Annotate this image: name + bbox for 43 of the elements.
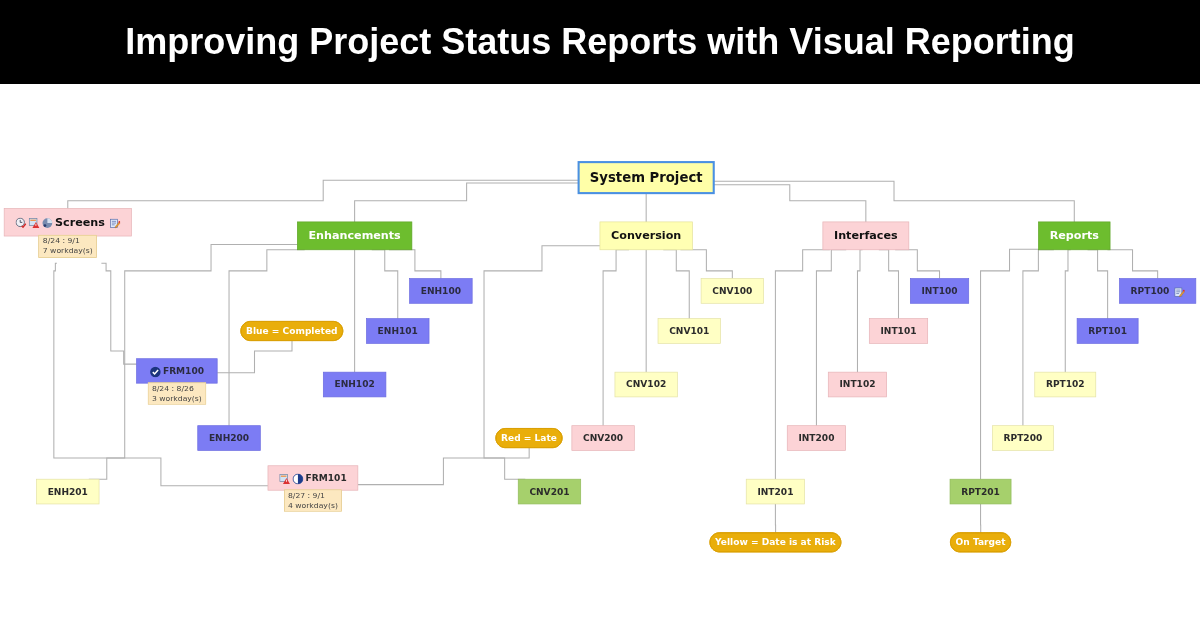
node-box: CNV100 <box>700 278 764 304</box>
node-box: ENH200 <box>197 425 261 451</box>
connector <box>713 184 867 223</box>
node-box: CNV101 <box>657 318 721 344</box>
node-box: CNV102 <box>614 371 678 398</box>
node-box: CNV201 <box>517 478 582 505</box>
node-box: INT102 <box>827 371 887 398</box>
node-box: ENH102 <box>322 371 387 398</box>
node-box: INT101 <box>868 318 929 344</box>
node-box: RPT200 <box>992 425 1054 451</box>
connector <box>645 249 647 373</box>
node-box: CNV200 <box>571 425 635 451</box>
connector <box>856 249 864 373</box>
node-box: ENH100 <box>409 278 473 304</box>
node-box: RPT100 <box>1119 278 1197 304</box>
node-box: INT100 <box>910 278 970 304</box>
connector <box>980 248 1040 480</box>
node-box: RPT201 <box>949 478 1012 505</box>
connector <box>1064 249 1072 373</box>
node-box: System Project <box>577 161 715 195</box>
connector <box>774 503 777 534</box>
connector <box>216 340 293 374</box>
node-box: RPT102 <box>1034 371 1097 398</box>
node-box: ENH201 <box>36 478 100 505</box>
node-box: FRM100 <box>136 358 218 384</box>
node-box: INT201 <box>745 478 805 505</box>
connector <box>100 262 138 365</box>
node-box: ENH101 <box>366 318 430 344</box>
node-box: Screens <box>3 208 132 237</box>
node-box: Enhancements <box>297 221 413 251</box>
node-box: Reports <box>1038 221 1111 251</box>
connector <box>980 503 982 534</box>
connector <box>53 262 269 487</box>
connector <box>483 245 601 480</box>
node-box: RPT101 <box>1076 318 1139 344</box>
connector <box>354 249 356 373</box>
title: Improving Project Status Reports with Visual Reporting <box>125 21 1075 63</box>
node-box: FRM101 <box>267 465 359 491</box>
node-box: INT200 <box>786 425 846 451</box>
node-box: Interfaces <box>822 221 910 251</box>
connector <box>713 180 1075 223</box>
connector <box>357 447 530 486</box>
node-box: Conversion <box>599 221 693 251</box>
